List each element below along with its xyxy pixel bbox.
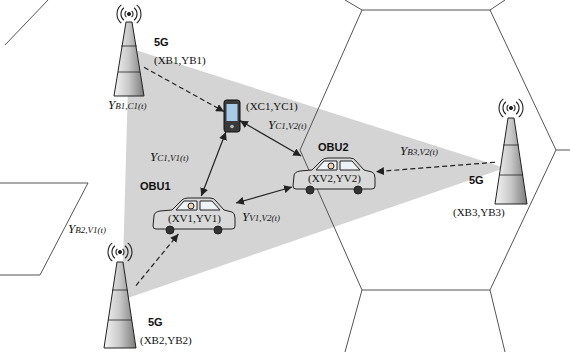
- coordinate-label: (XV1,YV1): [168, 212, 221, 224]
- antenna-dot: [118, 250, 121, 253]
- node-name: 5G: [154, 36, 169, 48]
- base-station-tower: [114, 5, 144, 96]
- base-station: 5G(XB1,YB1): [114, 22, 144, 96]
- driver-head: [328, 163, 334, 169]
- base-station: 5G(XB2,YB2): [104, 262, 136, 348]
- channel-label: YC1,V1(t): [150, 150, 188, 165]
- phone-button: [230, 125, 234, 129]
- channel-label: YB2,V1(t): [68, 222, 106, 237]
- cell-hexagon: [300, 10, 556, 290]
- coverage-triangle: [122, 48, 505, 300]
- phone-screen: [227, 104, 238, 121]
- radio-waves: [117, 5, 141, 23]
- radio-waves: [499, 99, 523, 117]
- channel-label: YB1,C1(t): [108, 98, 146, 113]
- tower-band: [118, 46, 140, 72]
- node-name: OBU1: [140, 180, 171, 192]
- coordinate-label: (XB3,YB3): [453, 206, 505, 218]
- wireless-link-dashed: [136, 234, 178, 286]
- vehicle-obu: OBU2(XV2,YV2): [292, 156, 376, 194]
- car-icon: [293, 158, 375, 194]
- antenna-dot: [127, 12, 130, 15]
- tower-body: [114, 22, 144, 96]
- coordinate-label: (XV2,YV2): [308, 172, 361, 184]
- tower-band: [108, 290, 132, 320]
- phone-icon: [224, 100, 240, 132]
- node-name: OBU2: [318, 141, 349, 153]
- wireless-link-dashed: [144, 67, 224, 111]
- radio-waves: [108, 243, 132, 261]
- driver-head: [188, 203, 194, 209]
- base-station-tower: [495, 99, 527, 204]
- car-icon: [153, 198, 235, 234]
- coordinate-label: (XB1,YB1): [154, 54, 206, 66]
- base-station-tower: [104, 243, 136, 348]
- car-wheel: [214, 226, 222, 234]
- tower-band: [499, 145, 523, 175]
- vehicle-obu: OBU1(XV1,YV1): [152, 196, 236, 234]
- car-body: [293, 158, 375, 189]
- base-station: 5G(XB3,YB3): [495, 118, 527, 204]
- channel-label: YB3,V2(t): [400, 144, 438, 159]
- phone: (XC1,YC1): [224, 100, 240, 132]
- tower-body: [104, 262, 136, 348]
- car-window: [176, 201, 220, 210]
- car-body: [153, 198, 235, 229]
- channel-label: YV1,V2(t): [242, 210, 280, 225]
- node-name: 5G: [148, 316, 163, 328]
- wireless-link: [236, 187, 292, 203]
- wireless-link-dashed: [376, 162, 495, 171]
- wireless-link: [201, 132, 226, 196]
- channel-label: YC1,V2(t): [268, 118, 306, 133]
- car-wheel: [306, 186, 314, 194]
- car-wheel: [166, 226, 174, 234]
- coordinate-label: (XC1,YC1): [246, 100, 298, 112]
- cell-edge: [5, 0, 48, 45]
- car-wheel: [354, 186, 362, 194]
- cell-edge: [345, 0, 570, 352]
- phone-body: [224, 100, 240, 132]
- node-name: 5G: [469, 174, 484, 186]
- coordinate-label: (XB2,YB2): [140, 334, 192, 346]
- antenna-dot: [509, 106, 512, 109]
- car-window: [316, 161, 360, 170]
- tower-body: [495, 118, 527, 204]
